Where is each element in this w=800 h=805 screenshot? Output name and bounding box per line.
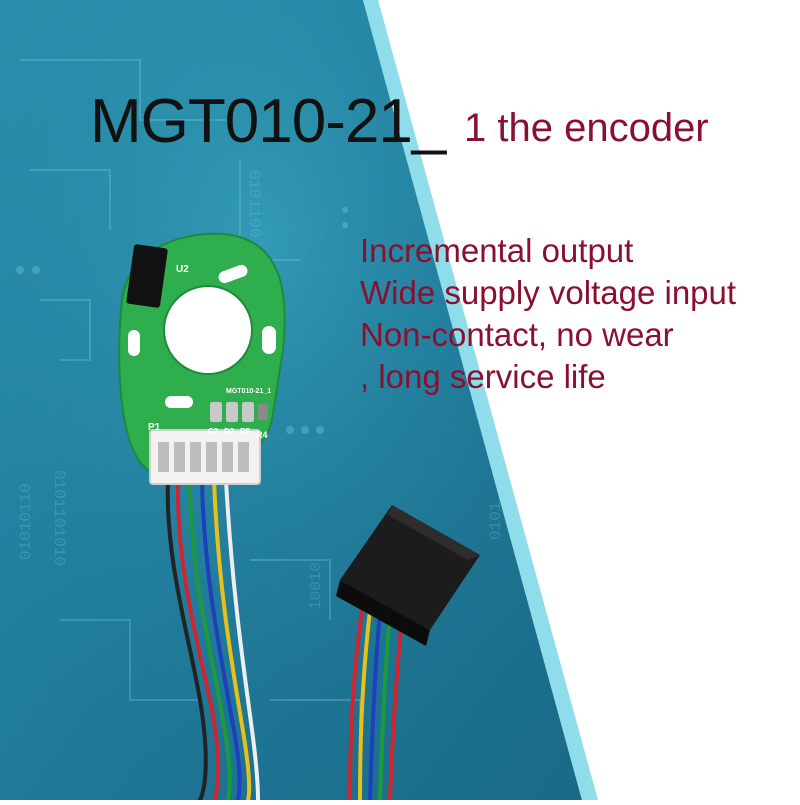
sensor-chip [126,244,168,308]
label-u2: U2 [176,264,189,275]
svg-text:0101100: 0101100 [245,170,263,237]
encoder-pcb: U2 P1 MGT010-21_1 C2 D2 R5 R4 [118,232,286,485]
svg-text:01010110: 01010110 [17,483,35,560]
cable-connector [336,505,480,646]
label-d2: D2 [224,427,235,436]
feature-line: Non-contact, no wear [360,316,674,353]
cable-bundle [165,478,404,802]
label-r5: R5 [240,427,251,436]
label-r4: R4 [256,430,268,440]
product-model-title: MGT010-21_ [90,87,446,156]
feature-list: Incremental output Wide supply voltage i… [360,230,736,398]
feature-line: Wide supply voltage input [360,274,737,311]
svg-text:10010: 10010 [307,562,325,610]
feature-line: , long service life [360,358,606,395]
feature-line: Incremental output [360,232,634,269]
label-p1: P1 [148,422,161,433]
label-c2: C2 [208,427,219,436]
product-description-title: 1 the encoder [464,106,709,150]
svg-text:0101101010: 0101101010 [50,470,68,566]
edge-stripe [363,0,598,800]
binary-digits: 0101100 0101101010 01010110 10010 0101 [17,170,505,610]
svg-text:0101: 0101 [487,502,505,540]
board-part-label: MGT010-21_1 [226,388,271,395]
shaft-hole [164,286,252,374]
